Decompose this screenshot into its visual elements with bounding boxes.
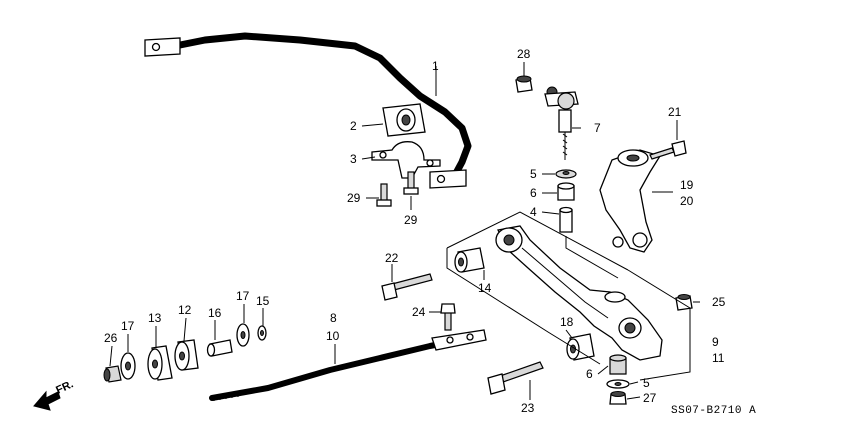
radius-rod-bolt[interactable]	[440, 303, 456, 331]
flange-bolt-left[interactable]	[376, 183, 392, 207]
callout-5-bottom: 5	[643, 376, 650, 390]
callout-26: 26	[104, 331, 118, 345]
callout-12: 12	[178, 303, 192, 317]
bushing-holder[interactable]	[371, 141, 441, 179]
callout-27: 27	[643, 391, 657, 405]
knuckle-bolt[interactable]	[649, 140, 687, 160]
callout-21: 21	[668, 105, 682, 119]
radius-rod[interactable]	[209, 329, 487, 401]
radius-rod-bushing-outer[interactable]	[147, 345, 173, 381]
arm-bolt-front[interactable]	[381, 273, 433, 301]
callout-4: 4	[530, 205, 537, 219]
callout-14: 14	[478, 281, 492, 295]
link-bushing-top[interactable]	[557, 182, 575, 201]
callout-1: 1	[432, 59, 439, 73]
callout-9: 9	[712, 335, 719, 349]
callout-22: 22	[385, 251, 399, 265]
washer-top[interactable]	[555, 169, 577, 179]
callout-8: 8	[330, 311, 337, 325]
radius-rod-bushing-inner[interactable]	[174, 339, 199, 371]
callout-2: 2	[350, 119, 357, 133]
callout-15: 15	[256, 294, 270, 308]
callout-5-top: 5	[530, 167, 537, 181]
assembly-bracket	[446, 211, 691, 381]
callout-labels: 1 2 3 29 29 28 7 5 6 4 21 19 20 25 22 24…	[104, 47, 726, 415]
callout-23: 23	[521, 401, 535, 415]
callout-19: 19	[680, 178, 694, 192]
callout-25: 25	[712, 295, 726, 309]
lower-arm[interactable]	[495, 225, 663, 361]
callout-29-right: 29	[404, 213, 418, 227]
direction-label: FR.	[54, 378, 75, 396]
stabilizer-link[interactable]	[544, 86, 579, 160]
callout-6-top: 6	[530, 186, 537, 200]
front-direction-arrow: FR.	[33, 378, 75, 411]
callout-24: 24	[412, 305, 426, 319]
flange-bolt-right[interactable]	[403, 171, 419, 195]
callout-29-left: 29	[347, 191, 361, 205]
radius-rod-washer-right[interactable]	[236, 323, 250, 347]
knuckle[interactable]	[599, 149, 662, 253]
washer-bottom[interactable]	[606, 379, 630, 389]
callout-17-right: 17	[236, 289, 250, 303]
callout-7: 7	[594, 121, 601, 135]
callout-20: 20	[680, 194, 694, 208]
stabilizer-bushing[interactable]	[382, 103, 426, 137]
radius-rod-collar[interactable]	[206, 339, 233, 357]
callout-10: 10	[326, 329, 340, 343]
self-locking-nut-top[interactable]	[515, 75, 533, 93]
arm-bolt-rear[interactable]	[487, 361, 544, 395]
diagram-reference-code: SS07-B2710 A	[671, 405, 756, 417]
radius-rod-washer-left[interactable]	[120, 352, 136, 380]
stabilizer-bar[interactable]	[144, 32, 472, 189]
callout-16: 16	[208, 306, 222, 320]
callout-11: 11	[712, 351, 725, 365]
link-bushing-bottom[interactable]	[609, 354, 627, 375]
callout-6-bottom: 6	[586, 367, 593, 381]
radius-rod-washer-small[interactable]	[257, 325, 267, 341]
callout-18: 18	[560, 315, 574, 329]
arm-bushing-front[interactable]	[454, 247, 485, 273]
self-locking-nut-bottom[interactable]	[609, 391, 627, 405]
callout-28: 28	[517, 47, 531, 61]
arrow-icon	[33, 390, 61, 411]
callout-17-left: 17	[121, 319, 135, 333]
radius-rod-nut[interactable]	[103, 365, 122, 383]
callout-13: 13	[148, 311, 162, 325]
leader-lines	[109, 62, 700, 400]
callout-3: 3	[350, 152, 357, 166]
arm-bushing-rear[interactable]	[566, 333, 595, 361]
collar[interactable]	[559, 206, 573, 233]
